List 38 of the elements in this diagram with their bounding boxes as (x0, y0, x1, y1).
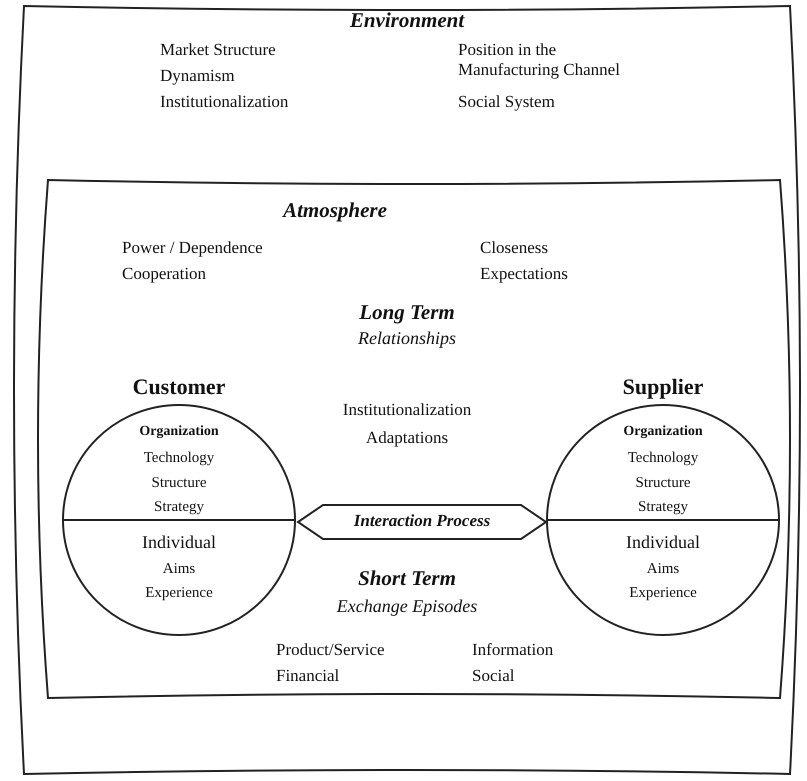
list-item: Information (472, 640, 554, 660)
list-item: Product/Service (276, 640, 385, 660)
list-item: Strategy (638, 498, 688, 516)
list-item: Structure (636, 474, 690, 492)
list-item: Institutionalization (160, 92, 288, 112)
list-item: Power / Dependence (122, 238, 263, 258)
list-item: Cooperation (122, 264, 206, 284)
group-heading: Organization (139, 424, 219, 441)
subheading: Exchange Episodes (336, 596, 478, 618)
list-item: Structure (152, 474, 206, 492)
process-label: Interaction Process (354, 511, 490, 532)
list-item: Aims (162, 560, 196, 578)
list-item: Strategy (154, 498, 204, 516)
list-item: Financial (276, 666, 340, 686)
list-item: Closeness (480, 238, 548, 258)
list-item: Aims (646, 560, 680, 578)
party-heading: Supplier (622, 374, 704, 400)
list-item: Experience (145, 584, 213, 602)
list-item: Institutionalization (342, 400, 472, 420)
group-heading: Organization (623, 424, 703, 441)
list-item: Technology (628, 449, 698, 467)
list-item: Experience (629, 584, 697, 602)
list-item: Social (472, 666, 514, 686)
list-item: Technology (144, 449, 214, 467)
list-item: Social System (458, 92, 555, 112)
group-heading: Individual (626, 532, 700, 554)
list-item: Position in the Manufacturing Channel (458, 40, 621, 81)
list-item: Expectations (480, 264, 568, 284)
list-item: Dynamism (160, 66, 235, 86)
group-heading: Individual (142, 532, 216, 554)
section-heading: Atmosphere (283, 198, 387, 224)
list-item: Adaptations (366, 428, 448, 448)
party-heading: Customer (132, 374, 226, 400)
subheading: Relationships (358, 328, 456, 350)
list-item: Market Structure (160, 40, 276, 60)
section-heading: Long Term (359, 300, 455, 326)
section-heading: Environment (350, 8, 464, 34)
section-heading: Short Term (358, 566, 456, 592)
